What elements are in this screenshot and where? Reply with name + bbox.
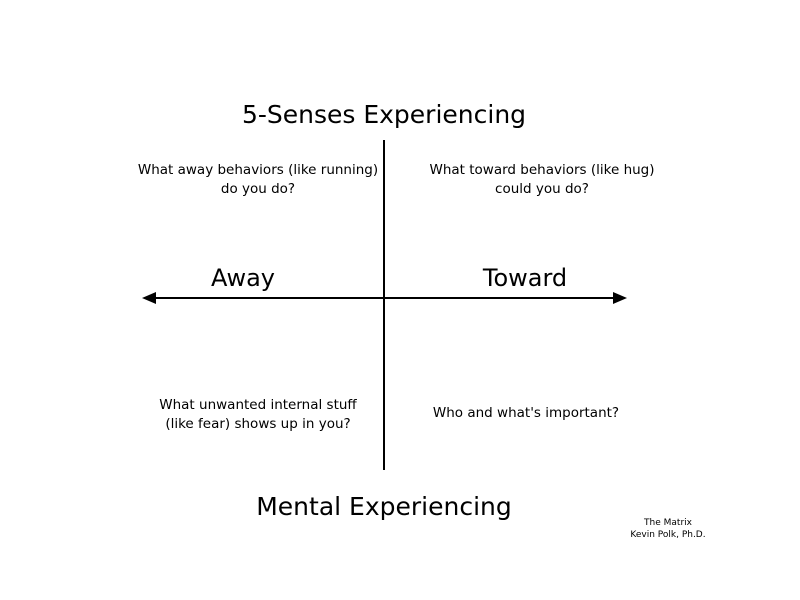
quadrant-top-left-question: What away behaviors (like running) do yo… [110, 161, 406, 199]
credit-author: Kevin Polk, Ph.D. [630, 530, 706, 540]
axis-label-toward: Toward [482, 264, 568, 292]
credit-title: The Matrix [644, 518, 692, 528]
credit-block: The Matrix Kevin Polk, Ph.D. [598, 517, 738, 541]
arrowhead-right-icon [613, 292, 627, 304]
title-5-senses-experiencing: 5-Senses Experiencing [241, 100, 527, 129]
quadrant-bottom-left-question: What unwanted internal stuff (like fear)… [130, 396, 386, 434]
quadrant-top-right-question: What toward behaviors (like hug) could y… [410, 161, 674, 199]
quadrant-bottom-left-line2: (like fear) shows up in you? [165, 416, 351, 432]
quadrant-top-right-line1: What toward behaviors (like hug) [429, 162, 655, 178]
quadrant-top-right-line2: could you do? [495, 181, 589, 197]
quadrant-bottom-right-question: Who and what's important? [410, 404, 642, 423]
quadrant-bottom-right-line1: Who and what's important? [432, 405, 620, 421]
quadrant-bottom-left-line1: What unwanted internal stuff [159, 397, 357, 413]
quadrant-top-left-line1: What away behaviors (like running) [137, 162, 379, 178]
title-mental-experiencing: Mental Experiencing [256, 492, 512, 521]
axis-label-away: Away [211, 264, 275, 292]
arrowhead-left-icon [142, 292, 156, 304]
quadrant-top-left-line2: do you do? [220, 181, 296, 197]
